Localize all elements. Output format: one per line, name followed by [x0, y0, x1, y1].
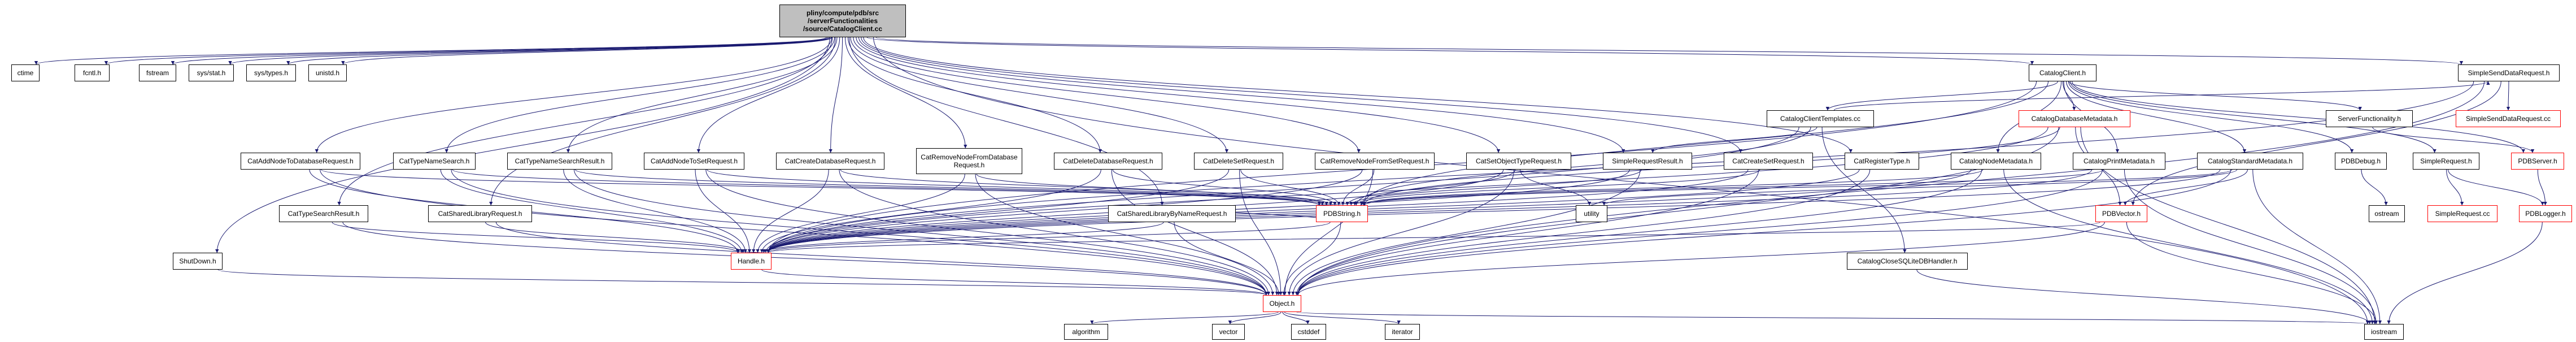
node-cstddef[interactable]: cstddef [1291, 324, 1326, 340]
node-cat-remove-node-from-set-request-h[interactable]: CatRemoveNodeFromSetRequest.h [1315, 153, 1435, 170]
node-simple-request-result-h[interactable]: SimpleRequestResult.h [1603, 153, 1692, 170]
node-simple-request-h[interactable]: SimpleRequest.h [2413, 153, 2479, 170]
node-ctime[interactable]: ctime [11, 64, 40, 81]
node-catalog-standard-metadata-h[interactable]: CatalogStandardMetadata.h [2197, 153, 2303, 170]
node-cat-add-node-to-database-request-h[interactable]: CatAddNodeToDatabaseRequest.h [241, 153, 360, 170]
node-cat-shared-library-by-name-request-h[interactable]: CatSharedLibraryByNameRequest.h [1108, 205, 1236, 222]
node-shutdown-h[interactable]: ShutDown.h [173, 253, 223, 270]
node-catalog-node-metadata-h[interactable]: CatalogNodeMetadata.h [1951, 153, 2041, 170]
node-catalog-database-metadata-h[interactable]: CatalogDatabaseMetadata.h [2019, 110, 2130, 127]
node-iostream[interactable]: iostream [2364, 324, 2404, 340]
node-cat-set-object-type-request-h[interactable]: CatSetObjectTypeRequest.h [1466, 153, 1571, 170]
node-iterator[interactable]: iterator [1385, 324, 1420, 340]
node-sys-types-h[interactable]: sys/types.h [246, 64, 296, 81]
node-server-functionality-h[interactable]: ServerFunctionality.h [2326, 110, 2413, 127]
node-algorithm[interactable]: algorithm [1064, 324, 1108, 340]
node-unistd-h[interactable]: unistd.h [308, 64, 347, 81]
node-simple-request-cc[interactable]: SimpleRequest.cc [2427, 205, 2497, 222]
node-catalog-client-templates-cc[interactable]: CatalogClientTemplates.cc [1767, 110, 1874, 127]
node-cat-delete-set-request-h[interactable]: CatDeleteSetRequest.h [1194, 153, 1283, 170]
node-pdb-logger-h[interactable]: PDBLogger.h [2519, 205, 2572, 222]
node-cat-register-type-h[interactable]: CatRegisterType.h [1845, 153, 1919, 170]
node-cat-add-node-to-set-request-h[interactable]: CatAddNodeToSetRequest.h [644, 153, 744, 170]
node-main[interactable]: pliny/compute/pdb/src /serverFunctionali… [779, 5, 906, 37]
node-pdb-debug-h[interactable]: PDBDebug.h [2335, 153, 2387, 170]
node-catalog-print-metadata-h[interactable]: CatalogPrintMetadata.h [2073, 153, 2165, 170]
node-catalog-close-sqlite-db-handler-h[interactable]: CatalogCloseSQLiteDBHandler.h [1847, 253, 1968, 270]
node-fstream[interactable]: fstream [139, 64, 176, 81]
node-pdb-server-h[interactable]: PDBServer.h [2511, 153, 2564, 170]
node-cat-remove-node-from-database-request-h[interactable]: CatRemoveNodeFromDatabase Request.h [916, 148, 1022, 174]
node-catalog-client-h[interactable]: CatalogClient.h [2029, 64, 2096, 81]
node-cat-delete-database-request-h[interactable]: CatDeleteDatabaseRequest.h [1054, 153, 1162, 170]
node-fcntl-h[interactable]: fcntl.h [75, 64, 110, 81]
node-pdb-vector-h[interactable]: PDBVector.h [2095, 205, 2147, 222]
node-simple-send-data-request-cc[interactable]: SimpleSendDataRequest.cc [2456, 110, 2561, 127]
node-ostream[interactable]: ostream [2369, 205, 2405, 222]
node-object-h[interactable]: Object.h [1263, 295, 1301, 312]
node-cat-type-search-result-h[interactable]: CatTypeSearchResult.h [279, 205, 368, 222]
node-utility[interactable]: utility [1576, 205, 1607, 222]
node-cat-create-set-request-h[interactable]: CatCreateSetRequest.h [1724, 153, 1813, 170]
node-cat-type-name-search-h[interactable]: CatTypeNameSearch.h [393, 153, 476, 170]
node-simple-send-data-request-h[interactable]: SimpleSendDataRequest.h [2458, 64, 2560, 81]
node-cat-create-database-request-h[interactable]: CatCreateDatabaseRequest.h [776, 153, 884, 170]
node-cat-type-name-search-result-h[interactable]: CatTypeNameSearchResult.h [507, 153, 612, 170]
node-vector[interactable]: vector [1212, 324, 1245, 340]
node-sys-stat-h[interactable]: sys/stat.h [189, 64, 234, 81]
node-cat-shared-library-request-h[interactable]: CatSharedLibraryRequest.h [428, 205, 532, 222]
node-pdb-string-h[interactable]: PDBString.h [1316, 205, 1368, 222]
node-handle-h[interactable]: Handle.h [731, 253, 772, 270]
